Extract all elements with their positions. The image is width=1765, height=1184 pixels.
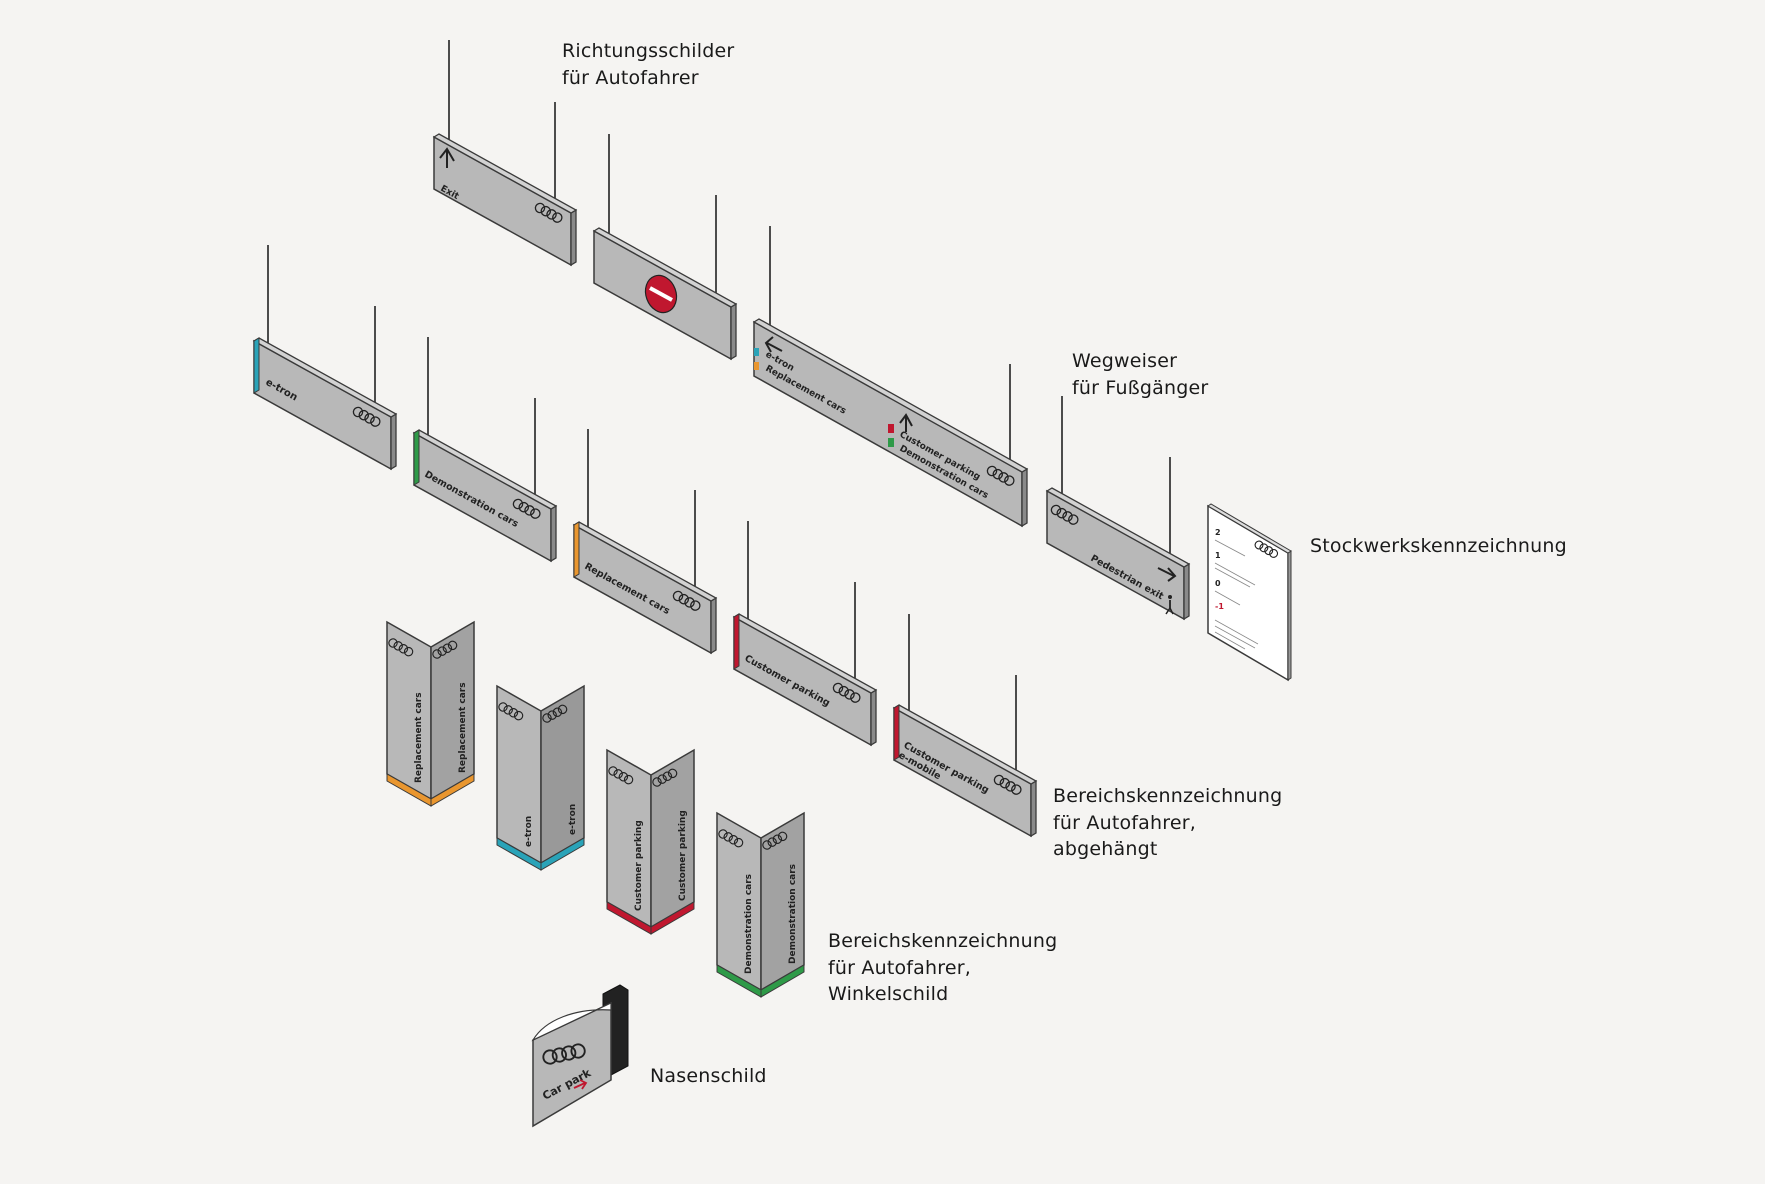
label-richtungsschilder: Richtungsschilder für Autofahrer	[562, 38, 734, 91]
floor-directory: 2 1 0 -1	[1207, 503, 1292, 682]
no-entry-sign	[592, 134, 738, 361]
label-line: Richtungsschilder	[562, 40, 735, 62]
customer-angle-sign: Customer parking Customer parking	[606, 748, 695, 935]
label-stockwerkskennzeichnung: Stockwerkskennzeichnung	[1310, 533, 1567, 560]
no-entry-icon	[644, 274, 678, 314]
label-line: Nasenschild	[650, 1065, 767, 1087]
label-line: Stockwerkskennzeichnung	[1310, 535, 1567, 557]
demo-color-marker	[888, 438, 894, 447]
pedestrian-icon	[1165, 595, 1174, 615]
floor-1: 1	[1215, 551, 1221, 560]
customer-color-marker	[888, 424, 894, 433]
arrow-up-icon	[899, 413, 913, 432]
replacement-sign: Replacement cars	[572, 429, 718, 655]
label-line: Bereichskennzeichnung	[1053, 785, 1283, 807]
demo-angle-sign: Demonstration cars Demonstration cars	[716, 811, 805, 998]
customer-angle-label-left: Customer parking	[634, 820, 644, 911]
replacement-angle-label-right: Replacement cars	[458, 682, 468, 773]
arrow-left-icon	[764, 336, 783, 353]
demo-angle-label-left: Demonstration cars	[744, 874, 754, 974]
etron-color-marker	[754, 348, 759, 356]
label-line: für Fußgänger	[1072, 376, 1209, 399]
label-line: Bereichskennzeichnung	[828, 930, 1058, 952]
label-line: für Autofahrer,	[1053, 811, 1197, 834]
floor-2: 2	[1215, 528, 1221, 537]
demo-angle-label-right: Demonstration cars	[788, 864, 798, 964]
arrow-right-icon	[573, 1079, 588, 1090]
exit-sign: Exit	[432, 40, 578, 267]
label-line: Wegweiser	[1072, 350, 1178, 372]
label-line: für Autofahrer,	[828, 956, 972, 979]
multi-direction-sign: e-tron Replacement cars Customer parking…	[752, 226, 1029, 528]
pedestrian-exit-sign: Pedestrian exit	[1045, 396, 1191, 621]
customer-emobile-sign: Customer parking e-mobile	[892, 614, 1038, 838]
car-park-blade-sign: Car park	[531, 984, 629, 1128]
arrow-right-icon	[1157, 567, 1177, 582]
etron-angle-label-right: e-tron	[568, 804, 578, 835]
label-nasenschild: Nasenschild	[650, 1063, 767, 1090]
replacement-color-marker	[754, 362, 759, 370]
customer-sign: Customer parking	[732, 521, 878, 747]
etron-angle-sign: e-tron e-tron	[496, 684, 585, 871]
replacement-angle-sign: Replacement cars Replacement cars	[386, 620, 475, 807]
etron-angle-label-left: e-tron	[524, 816, 534, 847]
label-line: für Autofahrer	[562, 66, 699, 89]
label-wegweiser: Wegweiser für Fußgänger	[1072, 348, 1208, 401]
etron-sign: e-tron	[252, 245, 398, 471]
customer-angle-label-right: Customer parking	[678, 810, 688, 901]
floor-0: 0	[1215, 579, 1221, 588]
arrow-up-icon	[439, 147, 455, 168]
label-bereich-winkelschild: Bereichskennzeichnung für Autofahrer, Wi…	[828, 928, 1057, 1008]
replacement-angle-label-left: Replacement cars	[414, 692, 424, 783]
demo-sign: Demonstration cars	[412, 337, 558, 563]
label-line: abgehängt	[1053, 838, 1158, 860]
floor-minus-1: -1	[1215, 602, 1224, 611]
label-line: Winkelschild	[828, 983, 949, 1005]
label-bereich-abgehaengt: Bereichskennzeichnung für Autofahrer, ab…	[1053, 783, 1282, 863]
